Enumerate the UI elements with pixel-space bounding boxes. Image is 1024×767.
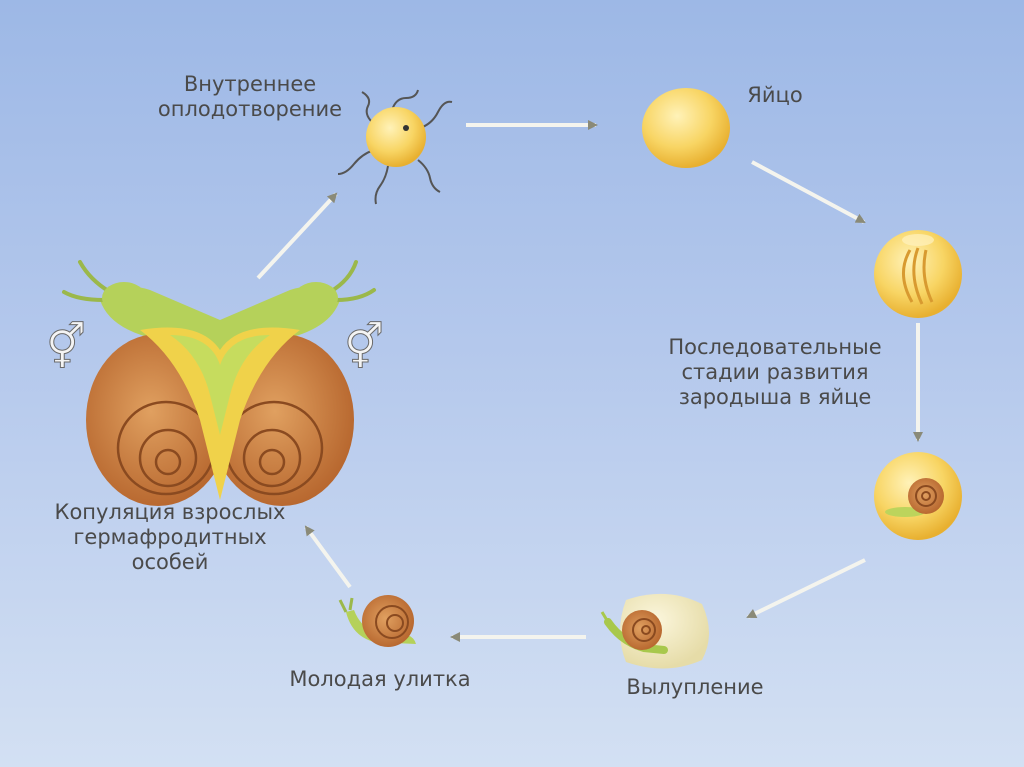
young-snail-icon bbox=[338, 595, 416, 647]
fertilized-egg-icon bbox=[337, 89, 453, 205]
label-copulation: Копуляция взрослых гермафродитных особей bbox=[54, 500, 286, 574]
arrow-stage2-to-hatching bbox=[746, 558, 866, 619]
label-young-snail: Молодая улитка bbox=[289, 667, 471, 691]
embryo-stage1-icon bbox=[874, 230, 962, 318]
arrow-egg-to-stage1 bbox=[751, 160, 866, 224]
hermaphrodite-symbol-right: ⚥ bbox=[344, 321, 384, 373]
label-embryo-stages: Последовательные стадии развития зародыш… bbox=[668, 335, 882, 409]
hatching-snail-icon bbox=[600, 593, 709, 669]
label-egg: Яйцо bbox=[747, 83, 803, 107]
label-fertilization: Внутреннее оплодотворение bbox=[157, 72, 343, 121]
arrow-young-to-adults bbox=[304, 525, 352, 589]
copulating-snails-icon bbox=[62, 260, 376, 506]
egg-icon bbox=[642, 88, 730, 168]
hermaphrodite-symbol-left: ⚥ bbox=[46, 321, 86, 373]
arrows bbox=[256, 120, 923, 642]
label-hatching: Вылупление bbox=[626, 675, 764, 699]
embryo-stage2-icon bbox=[874, 452, 962, 540]
arrow-adults-to-fertilization bbox=[256, 192, 338, 280]
